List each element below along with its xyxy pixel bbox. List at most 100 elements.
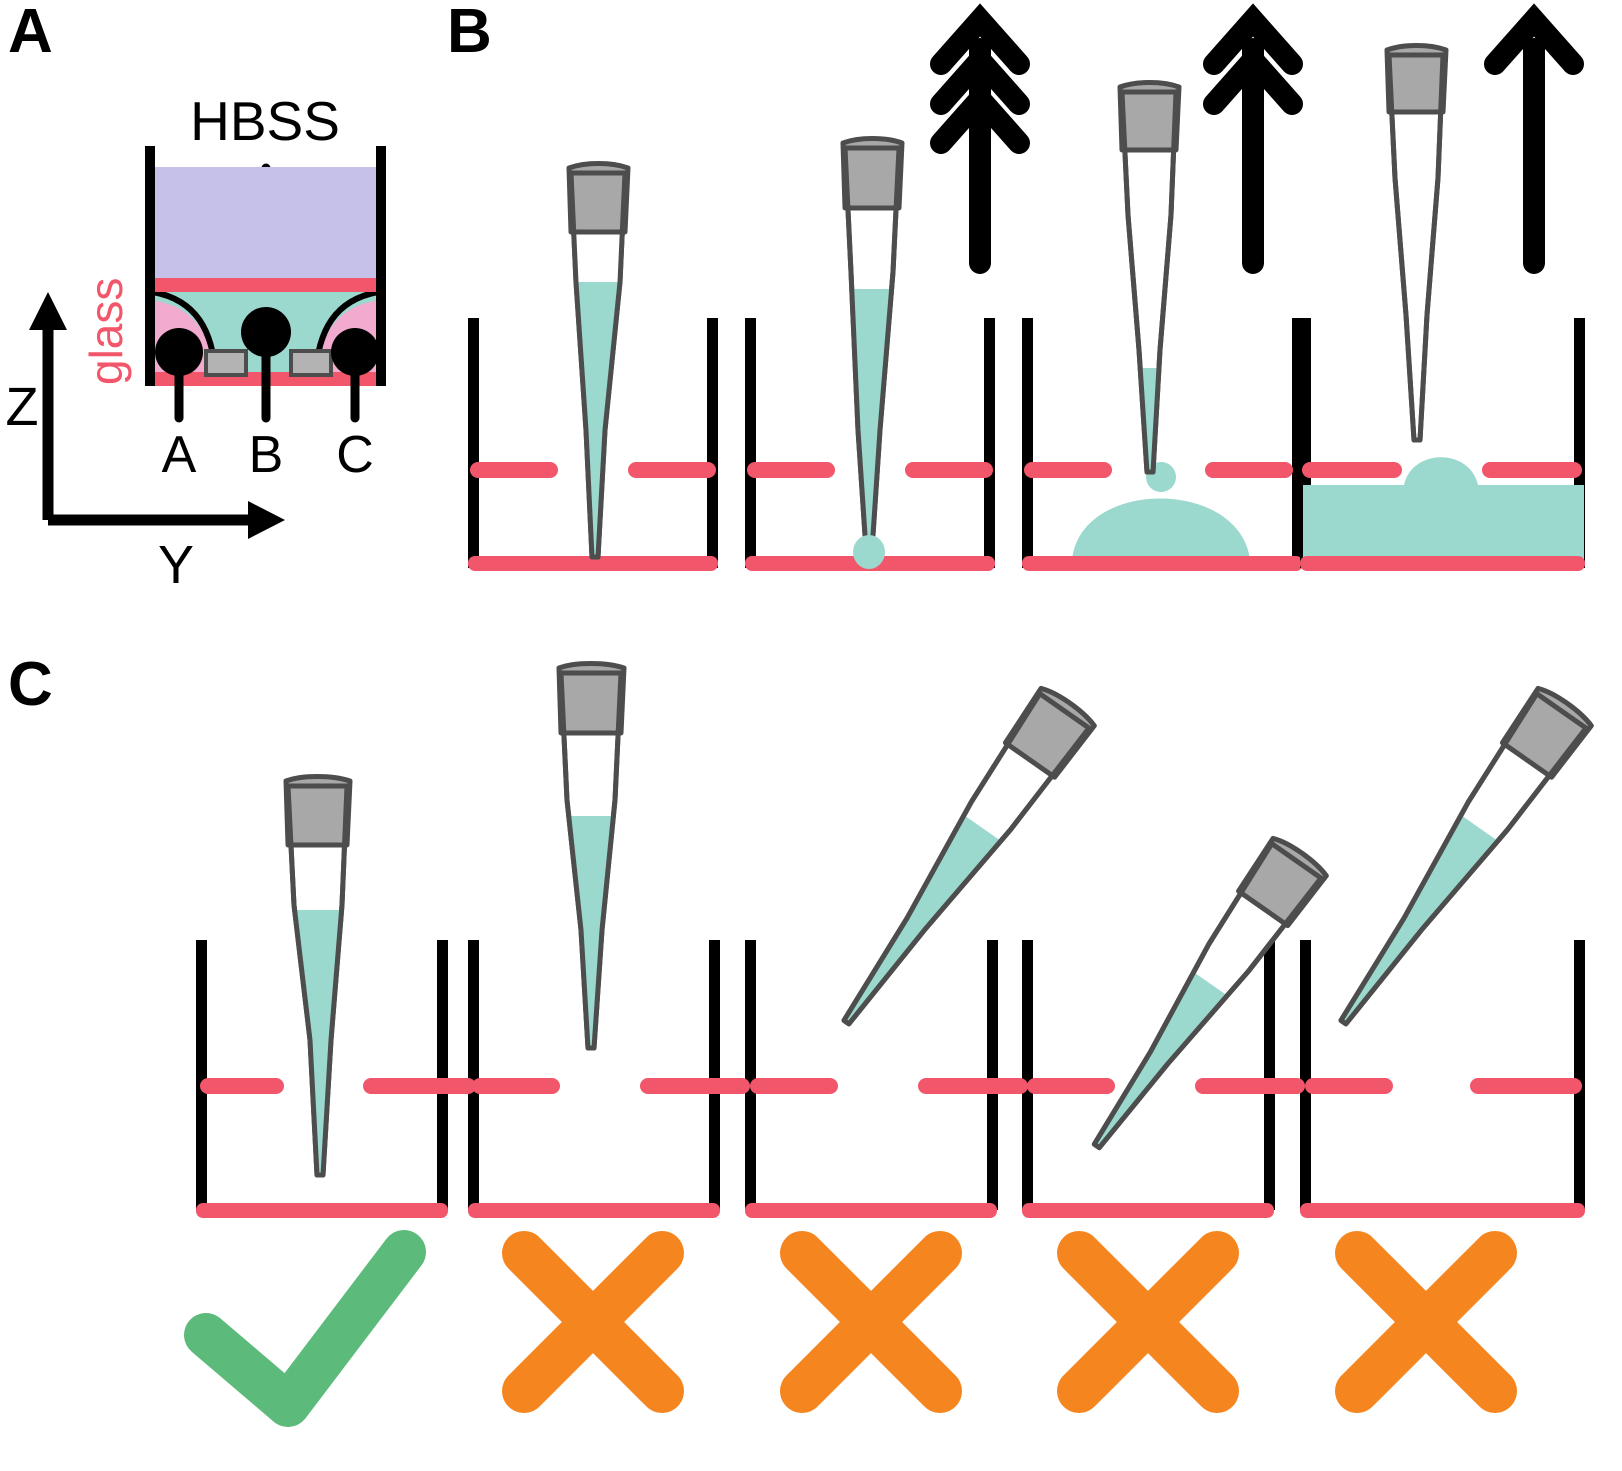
verdict-mark-check xyxy=(184,1230,426,1427)
pipette-outline xyxy=(1091,841,1324,1151)
probe-c-label: C xyxy=(336,426,374,484)
arrow-double-chevron xyxy=(1203,3,1303,274)
well-wall-left xyxy=(468,940,479,1210)
probe-a-label: A xyxy=(162,426,197,484)
pipette-outline xyxy=(568,170,628,560)
probe-b-label: B xyxy=(249,426,284,484)
panel-a: A HBSS glass A xyxy=(6,0,386,595)
pipette-outline xyxy=(1119,89,1179,475)
pipette-c4 xyxy=(1091,835,1329,1151)
well-floor-glass xyxy=(1022,1203,1274,1218)
well-floor-glass xyxy=(1022,556,1303,571)
verdict-mark-cross xyxy=(1335,1231,1517,1413)
well-floor-glass xyxy=(745,1203,997,1218)
axis-z-arrowhead xyxy=(29,292,67,330)
verdict-mark-cross xyxy=(1057,1231,1239,1413)
substrate-block-left xyxy=(204,349,248,377)
droplet-dome xyxy=(1072,498,1250,560)
probe-a: A xyxy=(155,328,203,484)
glass-line-left xyxy=(470,462,558,478)
pipette-liquid xyxy=(1340,815,1498,1024)
well-wall-left xyxy=(745,318,756,568)
pipette-1 xyxy=(566,161,631,560)
axis-y-label: Y xyxy=(158,535,194,595)
cross-icon-stroke-b xyxy=(780,1231,962,1413)
droplet-bead xyxy=(853,535,885,569)
panel-b-step-4 xyxy=(1300,3,1585,571)
pipette-c3 xyxy=(841,685,1097,1027)
pipette-2 xyxy=(840,136,905,553)
well-wall-right xyxy=(1574,940,1585,1210)
pipette-3 xyxy=(1117,80,1182,475)
well-wall-left xyxy=(1300,940,1311,1210)
well-floor-glass xyxy=(196,1203,448,1218)
cross-icon-stroke-b xyxy=(502,1231,684,1413)
glass-line-right xyxy=(905,462,993,478)
well-wall-right xyxy=(437,940,448,1210)
droplet-flooded-layer xyxy=(1303,457,1584,560)
hbss-label: HBSS xyxy=(190,90,340,152)
pipette-c2 xyxy=(556,661,627,1051)
glass-line-outer-left xyxy=(376,1078,476,1094)
arrow-single-chevron xyxy=(1484,3,1584,274)
well-wall-right xyxy=(1264,940,1275,1210)
glass-line-right xyxy=(1470,1078,1582,1094)
well-floor-glass xyxy=(468,1203,720,1218)
well-floor-glass xyxy=(1300,1203,1585,1218)
arrow-triple-chevron xyxy=(930,3,1030,274)
well-wall-left xyxy=(745,940,756,1210)
panel-b-step-3 xyxy=(1022,3,1303,571)
glass-line-right xyxy=(1482,462,1582,478)
glass-top-band xyxy=(146,278,385,292)
glass-line-left xyxy=(1302,462,1402,478)
panel-c-step-2 xyxy=(376,661,728,1413)
well-wall-right xyxy=(709,940,720,1210)
panel-a-letter: A xyxy=(8,0,53,66)
well-floor-glass xyxy=(468,556,718,571)
panel-c: C xyxy=(8,650,1594,1427)
glass-line-outer-left xyxy=(928,1078,1028,1094)
panel-b-step-2 xyxy=(745,3,1030,571)
pipette-outline xyxy=(1338,691,1589,1027)
well-wall-right xyxy=(707,318,718,568)
dish-wall-right xyxy=(376,146,386,386)
well-wall-right xyxy=(1574,318,1585,568)
pipette-outline xyxy=(841,691,1092,1027)
glass-line-outer-left xyxy=(1205,1078,1305,1094)
panel-c-step-5 xyxy=(1205,685,1594,1413)
panel-c-letter: C xyxy=(8,650,53,719)
hbss-region xyxy=(150,167,381,283)
pipette-c1 xyxy=(283,774,353,1178)
glass-line-left xyxy=(750,1078,838,1094)
glass-line-right xyxy=(1205,462,1293,478)
pipette-4 xyxy=(1384,43,1449,443)
well-floor-glass xyxy=(1300,556,1585,571)
verdict-mark-cross xyxy=(780,1231,962,1413)
verdict-mark-cross xyxy=(502,1231,684,1413)
glass-line-left xyxy=(747,462,835,478)
glass-line-right xyxy=(628,462,716,478)
substrate-block-right xyxy=(289,349,333,377)
well-wall-left xyxy=(196,940,207,1210)
dish-wall-left xyxy=(145,146,155,386)
pipette-outline xyxy=(558,670,624,1051)
probe-c: C xyxy=(331,328,379,484)
well-wall-left xyxy=(468,318,479,568)
cross-icon-stroke-b xyxy=(1335,1231,1517,1413)
pipette-outline xyxy=(285,783,350,1178)
panel-b-step-1 xyxy=(468,161,718,571)
axis-z-label: Z xyxy=(6,377,39,437)
pipette-c5 xyxy=(1338,685,1594,1027)
panel-b: B xyxy=(447,0,1585,571)
cross-icon-stroke-b xyxy=(1057,1231,1239,1413)
well-wall-left xyxy=(1022,318,1033,568)
pipette-liquid xyxy=(570,816,613,1048)
well-wall-right xyxy=(987,940,998,1210)
pipette-plunger-cap xyxy=(840,136,905,211)
well-wall-left xyxy=(1022,940,1033,1210)
probe-b: B xyxy=(241,307,291,484)
glass-line-left xyxy=(472,1078,560,1094)
pipette-liquid xyxy=(576,282,620,557)
glass-line-outer-left xyxy=(650,1078,750,1094)
